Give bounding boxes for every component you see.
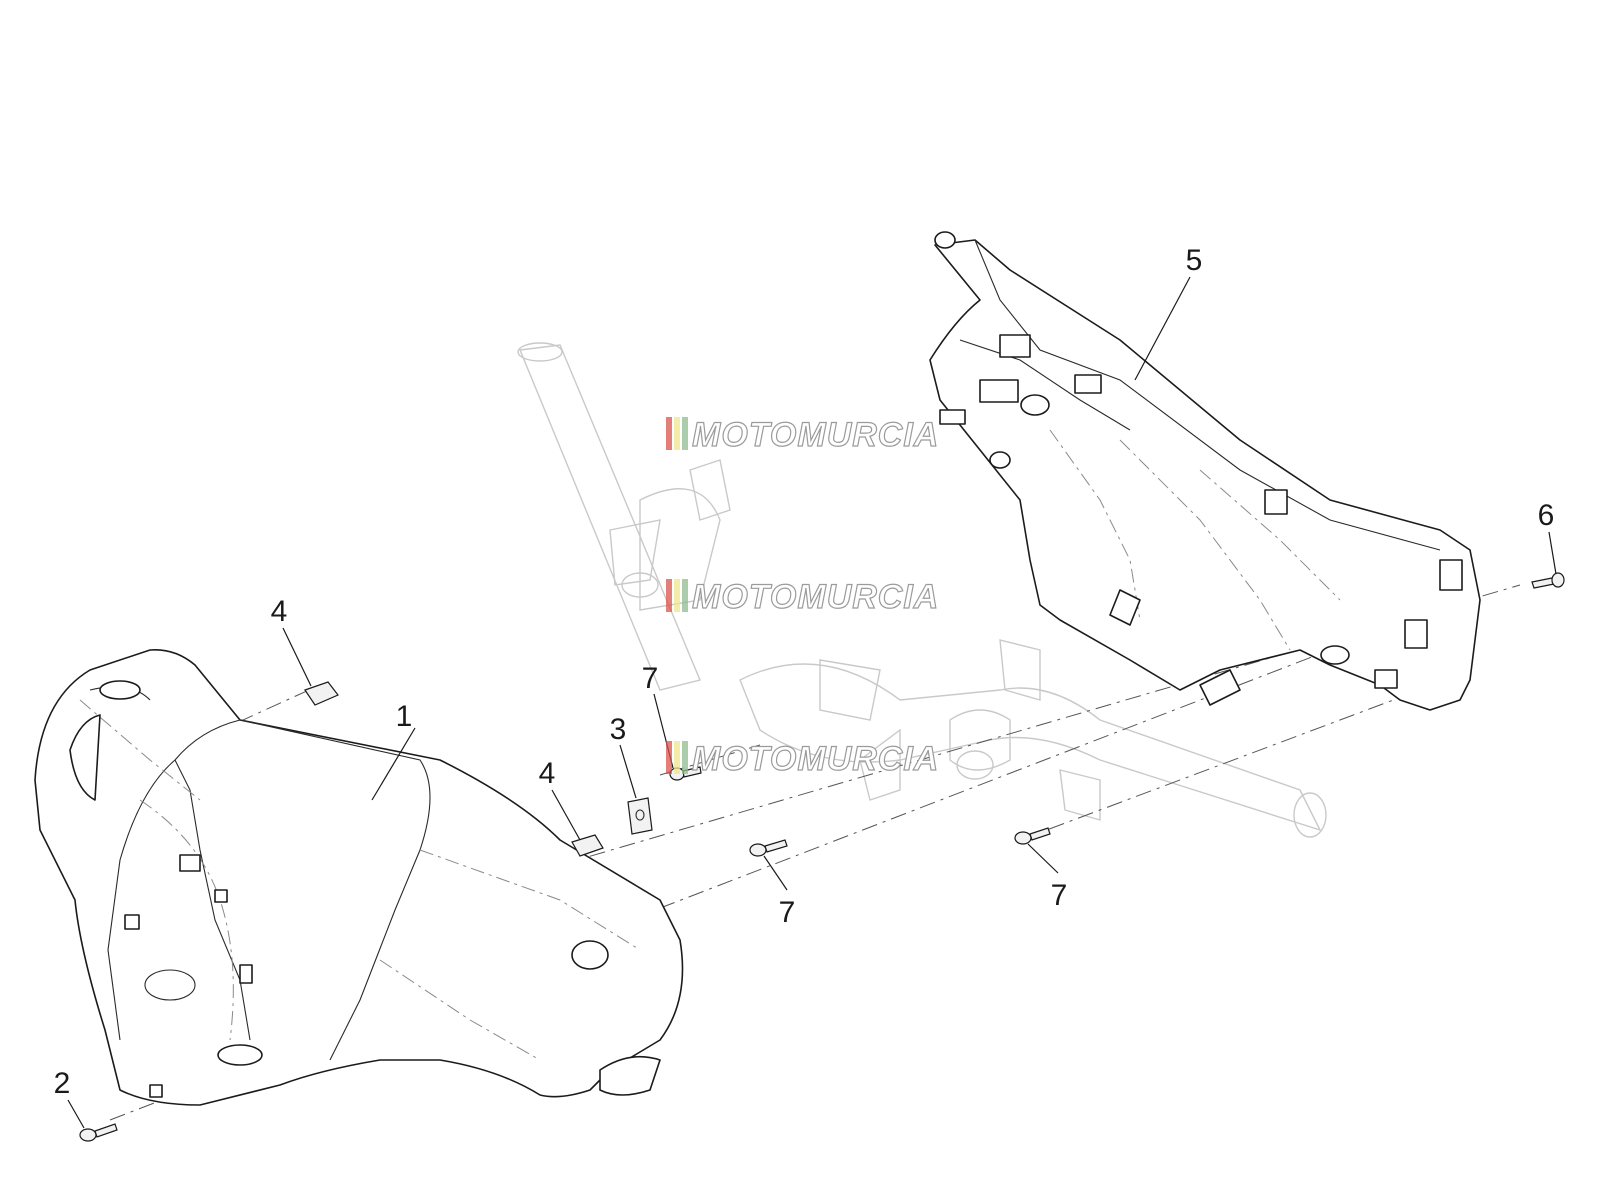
watermark-middle: MOTOMURCIA — [666, 577, 939, 617]
callout-5: 5 — [1186, 244, 1203, 277]
callout-7b: 7 — [779, 896, 796, 929]
callout-6: 6 — [1538, 499, 1555, 532]
watermark-stripe — [666, 741, 672, 774]
watermark-stripe — [674, 417, 680, 450]
callout-labels: 1 2 3 4 4 5 6 7 7 7 — [54, 244, 1555, 1100]
watermark-bottom: MOTOMURCIA — [666, 739, 939, 779]
watermark-stripe — [666, 417, 672, 450]
watermark-stripe — [682, 741, 688, 774]
watermark-text: MOTOMURCIA — [692, 416, 939, 454]
callout-1: 1 — [396, 700, 413, 733]
screw-6 — [1531, 572, 1565, 589]
clip-4-left — [304, 681, 339, 706]
handlebar-frame-ghost — [517, 342, 1327, 838]
rear-handlebar-cover — [929, 231, 1481, 711]
callout-4b: 4 — [539, 757, 556, 790]
callout-3: 3 — [610, 713, 627, 746]
watermark-stripe — [674, 579, 680, 612]
watermark-top: MOTOMURCIA — [666, 415, 939, 455]
screw-7-middle — [749, 839, 788, 857]
watermark-text: MOTOMURCIA — [692, 740, 939, 778]
watermark-text: MOTOMURCIA — [692, 578, 939, 616]
screw-7-right — [1014, 827, 1051, 845]
callout-2: 2 — [54, 1067, 71, 1100]
watermark-stripe — [682, 417, 688, 450]
callout-7c: 7 — [1051, 879, 1068, 912]
clip-4-center — [571, 834, 604, 857]
watermark-stripe — [674, 741, 680, 774]
callout-4a: 4 — [271, 595, 288, 628]
watermark-stripe — [666, 579, 672, 612]
screw-2 — [79, 1123, 118, 1142]
callout-7a: 7 — [642, 662, 659, 695]
watermark-stripe — [682, 579, 688, 612]
leader-lines — [67, 276, 1557, 1129]
speed-nut-3 — [627, 797, 653, 835]
front-handlebar-cover — [34, 648, 684, 1106]
